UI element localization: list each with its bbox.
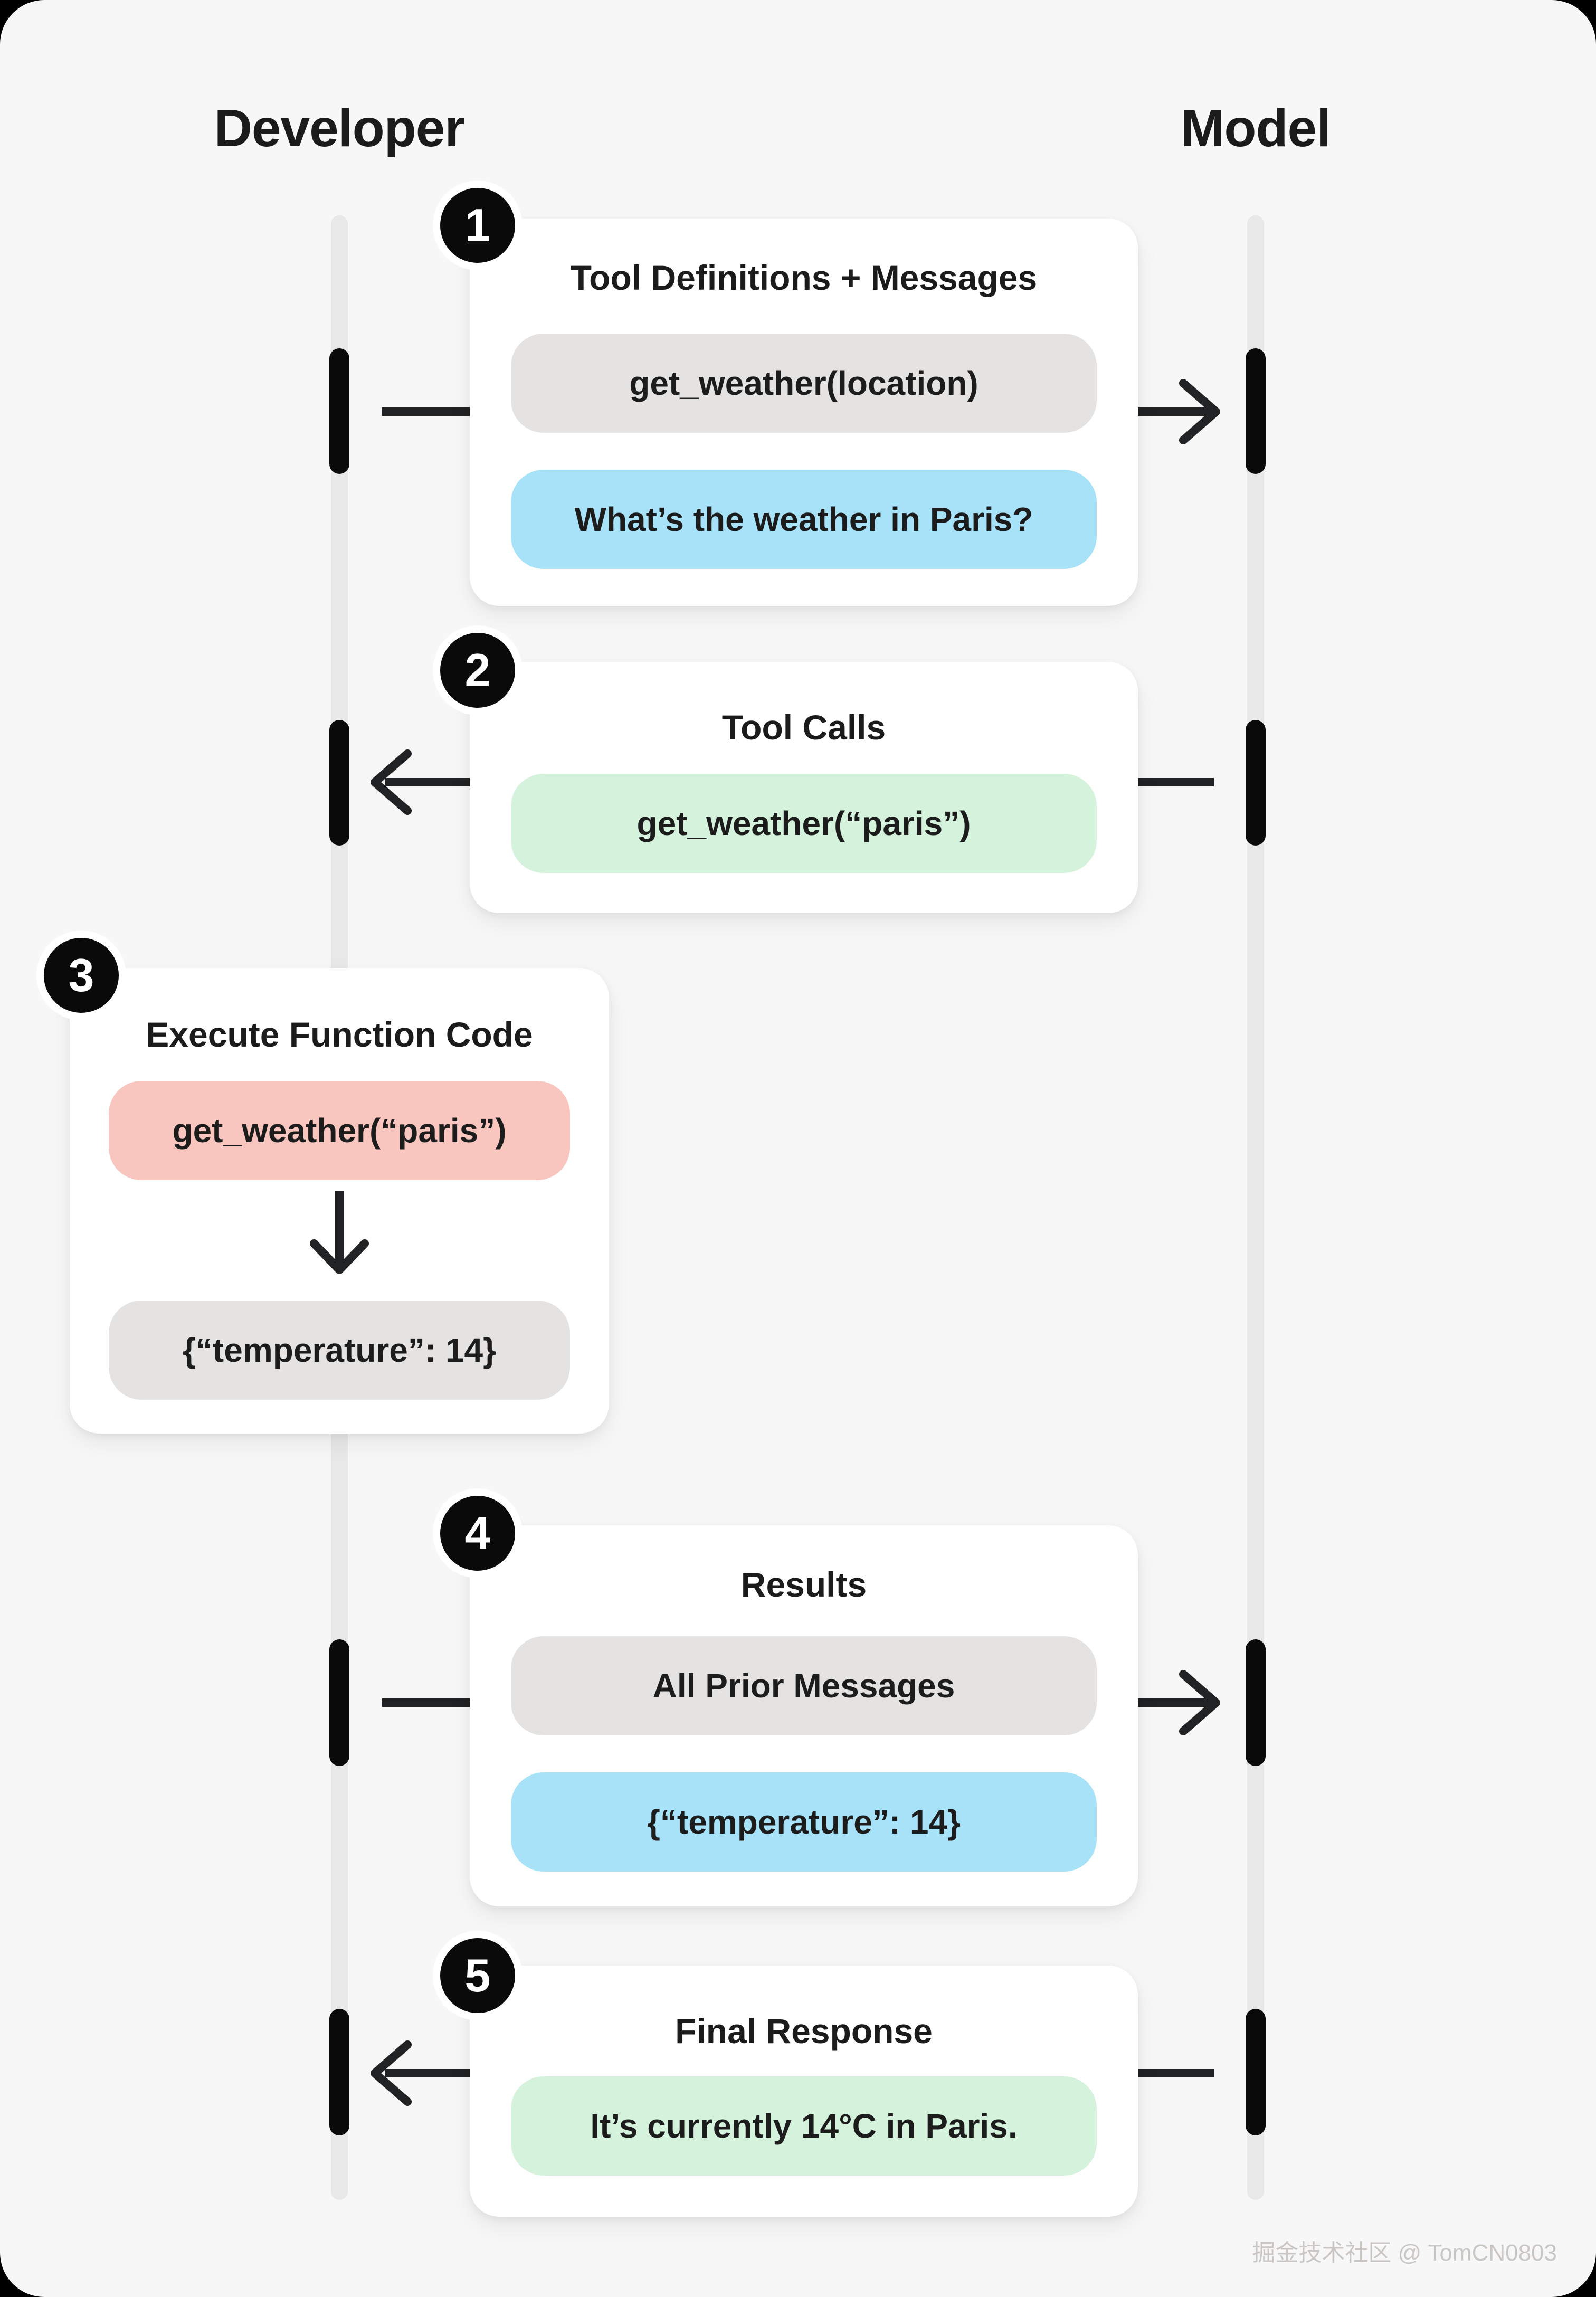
- model-activation-step4: [1246, 1639, 1266, 1766]
- model-lane-label: Model: [1181, 99, 1331, 158]
- step5-number-badge: 5: [433, 1931, 522, 2020]
- step5-card: Final Response It’s currently 14°C in Pa…: [470, 1966, 1138, 2217]
- step1-user-message-pill: What’s the weather in Paris?: [511, 470, 1097, 569]
- watermark: 掘金技术社区 @ TomCN0803: [1252, 2240, 1557, 2266]
- step4-card: Results All Prior Messages {“temperature…: [470, 1525, 1138, 1906]
- step4-result-pill: {“temperature”: 14}: [511, 1772, 1097, 1872]
- step2-title: Tool Calls: [721, 708, 886, 747]
- step2-tool-call-pill: get_weather(“paris”): [511, 774, 1097, 873]
- step2-number-badge: 2: [433, 625, 522, 715]
- step1-tool-definition-pill: get_weather(location): [511, 334, 1097, 433]
- model-activation-step1: [1246, 348, 1266, 474]
- developer-lane-label: Developer: [214, 99, 466, 158]
- model-activation-step5: [1246, 2009, 1266, 2135]
- step3-number-badge: 3: [36, 931, 126, 1020]
- step3-title: Execute Function Code: [146, 1015, 533, 1054]
- model-activation-step2: [1246, 720, 1266, 846]
- step2-card: Tool Calls get_weather(“paris”): [470, 662, 1138, 913]
- step4-title: Results: [740, 1565, 867, 1604]
- step3-card: Execute Function Code get_weather(“paris…: [70, 968, 609, 1434]
- step1-number-badge: 1: [433, 181, 522, 270]
- model-lifeline: [1247, 215, 1264, 2200]
- step1-card: Tool Definitions + Messages get_weather(…: [470, 219, 1138, 606]
- developer-activation-step4: [329, 1639, 349, 1766]
- developer-activation-step5: [329, 2009, 349, 2135]
- step3-function-result-pill: {“temperature”: 14}: [109, 1301, 570, 1400]
- step3-function-call-pill: get_weather(“paris”): [109, 1081, 570, 1180]
- step5-title: Final Response: [675, 2011, 933, 2051]
- step5-final-response-pill: It’s currently 14°C in Paris.: [511, 2076, 1097, 2176]
- step1-title: Tool Definitions + Messages: [570, 258, 1038, 297]
- down-arrow-icon: [310, 1191, 369, 1274]
- step4-prior-messages-pill: All Prior Messages: [511, 1636, 1097, 1735]
- developer-activation-step2: [329, 720, 349, 846]
- developer-activation-step1: [329, 348, 349, 474]
- step4-number-badge: 4: [433, 1488, 522, 1578]
